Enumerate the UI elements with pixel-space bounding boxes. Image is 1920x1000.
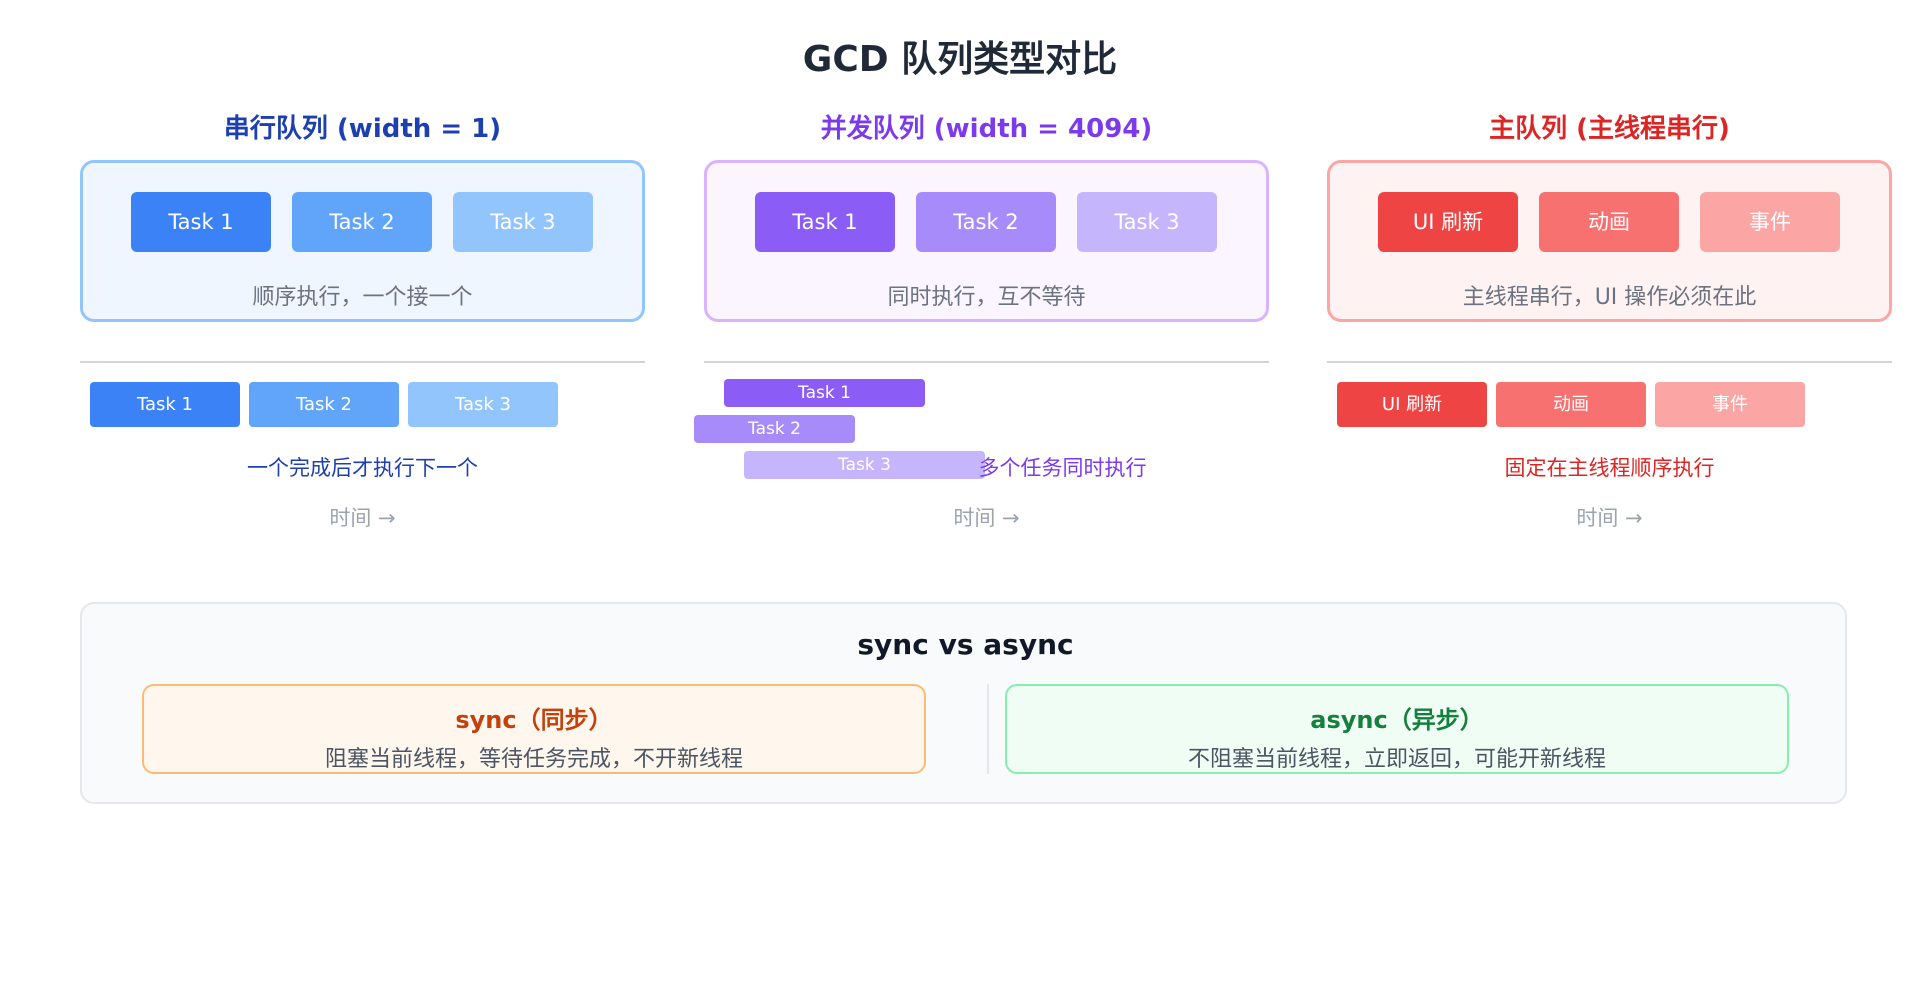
concurrent-queue-title: 并发队列 (width = 4094): [820, 114, 1153, 144]
async-desc: 不阻塞当前线程，立即返回，可能开新线程: [1187, 747, 1606, 772]
sync-box: sync（同步） 阻塞当前线程，等待任务完成，不开新线程: [142, 684, 926, 774]
main-task-ui-refresh: UI 刷新: [1378, 192, 1518, 252]
main-timeline-note: 固定在主线程顺序执行: [1504, 456, 1715, 480]
main-timeline-event: 事件: [1655, 382, 1805, 427]
concurrent-timeline-task-2: Task 2: [694, 415, 855, 443]
concurrent-time-label: 时间 →: [953, 506, 1020, 530]
serial-task-2: Task 2: [292, 192, 432, 252]
main-queue-title: 主队列 (主线程串行): [1489, 114, 1730, 144]
concurrent-timeline-task-1: Task 1: [724, 379, 925, 407]
concurrent-task-3: Task 3: [1077, 192, 1217, 252]
main-task-animation: 动画: [1539, 192, 1679, 252]
main-timeline-animation: 动画: [1496, 382, 1646, 427]
serial-desc: 顺序执行，一个接一个: [252, 285, 473, 310]
sync-async-separator: [987, 684, 989, 774]
serial-timeline-task-3: Task 3: [408, 382, 558, 427]
sync-async-title: sync vs async: [857, 628, 1074, 661]
concurrent-task-2: Task 2: [916, 192, 1056, 252]
serial-task-1: Task 1: [131, 192, 271, 252]
serial-timeline-task-1: Task 1: [90, 382, 240, 427]
main-timeline-divider: [1327, 361, 1892, 363]
sync-name: sync（同步）: [455, 706, 613, 734]
concurrent-timeline-divider: [704, 361, 1269, 363]
async-box: async（异步） 不阻塞当前线程，立即返回，可能开新线程: [1005, 684, 1789, 774]
page-title: GCD 队列类型对比: [802, 39, 1118, 80]
main-timeline-ui-refresh: UI 刷新: [1337, 382, 1487, 427]
main-task-event: 事件: [1700, 192, 1840, 252]
serial-timeline-task-2: Task 2: [249, 382, 399, 427]
async-name: async（异步）: [1310, 706, 1484, 734]
sync-async-panel: sync vs async sync（同步） 阻塞当前线程，等待任务完成，不开新…: [80, 602, 1847, 804]
serial-timeline-note: 一个完成后才执行下一个: [247, 456, 478, 480]
serial-queue-title: 串行队列 (width = 1): [223, 114, 502, 144]
serial-time-label: 时间 →: [329, 506, 396, 530]
main-desc: 主线程串行，UI 操作必须在此: [1462, 285, 1757, 310]
serial-task-3: Task 3: [453, 192, 593, 252]
concurrent-timeline-note: 多个任务同时执行: [978, 456, 1147, 480]
concurrent-task-1: Task 1: [755, 192, 895, 252]
concurrent-timeline-task-3: Task 3: [744, 451, 985, 479]
main-time-label: 时间 →: [1576, 506, 1643, 530]
serial-timeline-divider: [80, 361, 645, 363]
concurrent-desc: 同时执行，互不等待: [887, 285, 1086, 310]
sync-desc: 阻塞当前线程，等待任务完成，不开新线程: [324, 747, 743, 772]
